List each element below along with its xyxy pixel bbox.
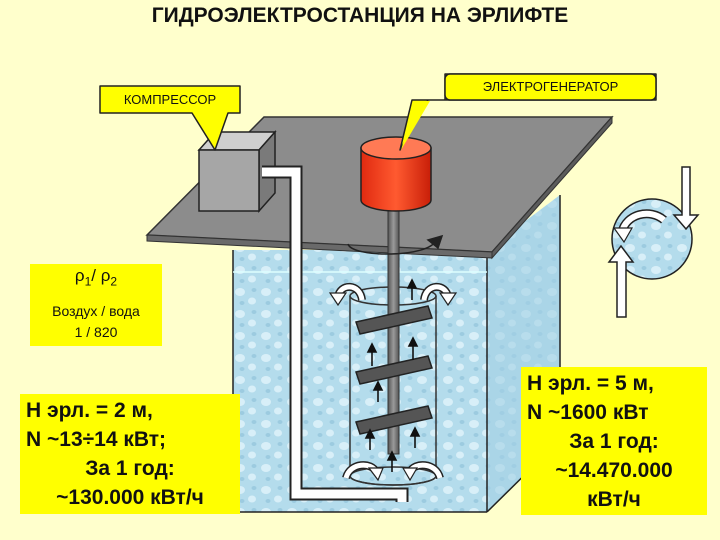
air-pipe xyxy=(262,165,409,502)
circulation-wheel xyxy=(611,198,693,280)
density-ratio-box: ρ1/ ρ2 Воздух / вода 1 / 820 xyxy=(30,264,162,346)
rotation-arrow xyxy=(347,234,444,255)
density-value: 1 / 820 xyxy=(74,324,118,340)
circulation-arrows xyxy=(328,282,458,482)
flow-arrows xyxy=(364,278,421,472)
density-label: Воздух / вода xyxy=(52,303,140,319)
generator-label: ЭЛЕКТРОГЕНЕРАТОР xyxy=(482,79,619,94)
compressor-callout xyxy=(99,85,241,151)
rho2-symbol: ρ xyxy=(100,266,111,285)
density-symbols: ρ1/ ρ2 xyxy=(30,266,162,288)
rho1-symbol: ρ xyxy=(74,266,85,285)
rho1-subscript: 1 xyxy=(84,274,92,289)
generator-callout xyxy=(399,73,657,151)
compressor-label: КОМПРЕССОР xyxy=(123,92,217,107)
down-arrow xyxy=(672,166,700,231)
right-year-energy: ~14.470.000 xyxy=(555,459,673,482)
stat-box-left: Н эрл. = 2 м, N ~13÷14 кВт; За 1 год: ~1… xyxy=(20,394,240,514)
right-year-unit: кВт/ч xyxy=(587,488,641,511)
right-height: Н эрл. = 5 м, xyxy=(527,372,654,395)
ratio-slash: / xyxy=(91,266,101,285)
right-power: N ~1600 кВт xyxy=(527,401,649,424)
left-power: N ~13÷14 кВт; xyxy=(26,428,167,451)
rho2-subscript: 2 xyxy=(110,274,118,289)
left-year-energy: ~130.000 кВт/ч xyxy=(56,486,204,509)
page-title: ГИДРОЭЛЕКТРОСТАНЦИЯ НА ЭРЛИФТЕ xyxy=(151,4,569,27)
left-height: Н эрл. = 2 м, xyxy=(26,399,153,422)
left-year-label: За 1 год: xyxy=(85,457,175,480)
right-year-label: За 1 год: xyxy=(569,430,659,453)
generator xyxy=(360,136,432,212)
stat-box-right: Н эрл. = 5 м, N ~1600 кВт За 1 год: ~14.… xyxy=(521,367,707,515)
up-arrow xyxy=(607,244,635,318)
screw-blade xyxy=(355,305,433,435)
tube-front-edge xyxy=(349,475,437,486)
